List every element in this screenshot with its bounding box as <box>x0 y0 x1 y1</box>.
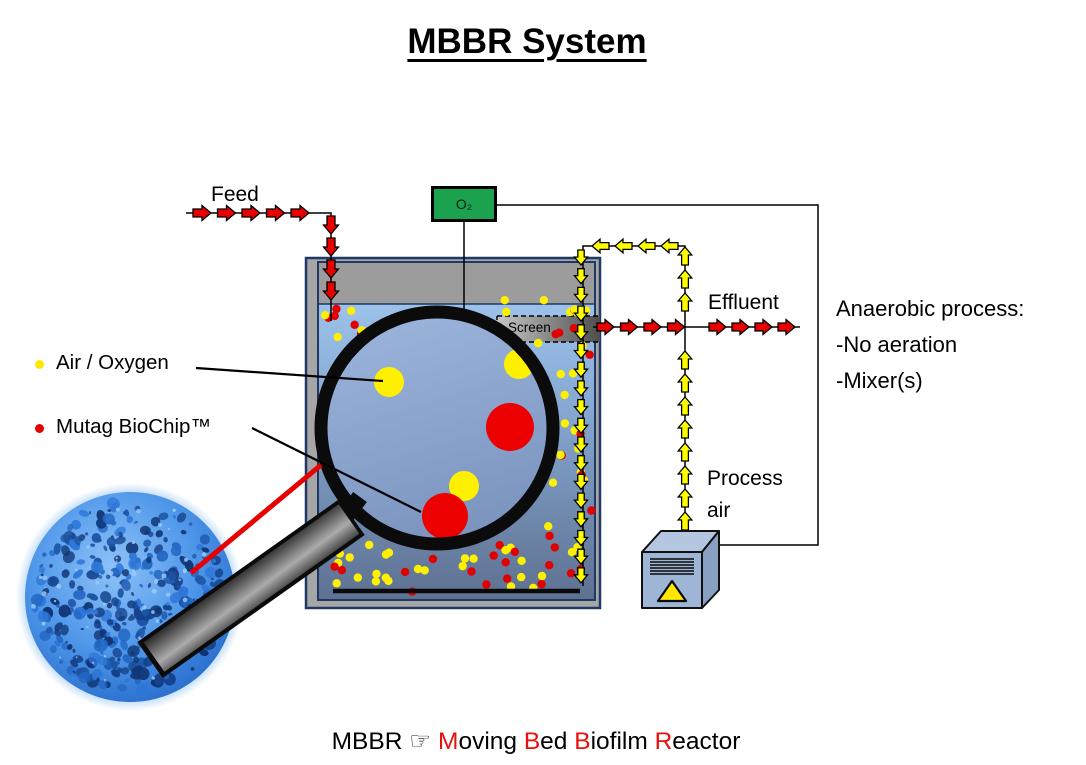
yellow-bullet-icon <box>35 360 44 369</box>
process-air-label: Process air <box>707 467 783 522</box>
anaerobic-notes: Anaerobic process: -No aeration -Mixer(s… <box>836 291 1024 399</box>
label-line-biochip <box>251 427 422 513</box>
biochip-pointer-line <box>189 463 323 575</box>
tank-headspace <box>318 262 595 304</box>
screen-label: Screen <box>508 320 551 335</box>
o2-label: O₂ <box>455 196 473 212</box>
blower-warning-triangle <box>656 579 688 603</box>
flow-arrows <box>192 204 797 584</box>
biochip-large <box>422 493 468 539</box>
o2-to-blower-line <box>497 204 819 546</box>
notes-line: -Mixer(s) <box>836 368 923 393</box>
biochip-large <box>486 403 534 451</box>
magnifier-handle <box>137 491 367 678</box>
footer-caption: MBBR ☞ Moving Bed Biofilm Reactor <box>331 728 741 755</box>
notes-heading: Anaerobic process: <box>836 296 1025 321</box>
air-bubble-large <box>374 367 404 397</box>
magnifier-ring <box>314 305 560 551</box>
effluent-label: Effluent <box>708 291 779 314</box>
air-bubble-large <box>449 471 479 501</box>
blower-vents <box>650 558 694 575</box>
o2-sensor-box: O₂ <box>431 186 497 222</box>
blower <box>641 530 720 609</box>
label-line-air-oxygen <box>195 366 384 383</box>
notes-line: -No aeration <box>836 332 958 357</box>
legend-label: Air / Oxygen <box>56 351 169 374</box>
page-title: MBBR System <box>407 22 647 61</box>
magnifier <box>314 305 560 551</box>
feed-label: Feed <box>211 183 259 206</box>
legend-label: Mutag BioChip™ <box>56 415 211 438</box>
red-bullet-icon <box>35 424 44 433</box>
